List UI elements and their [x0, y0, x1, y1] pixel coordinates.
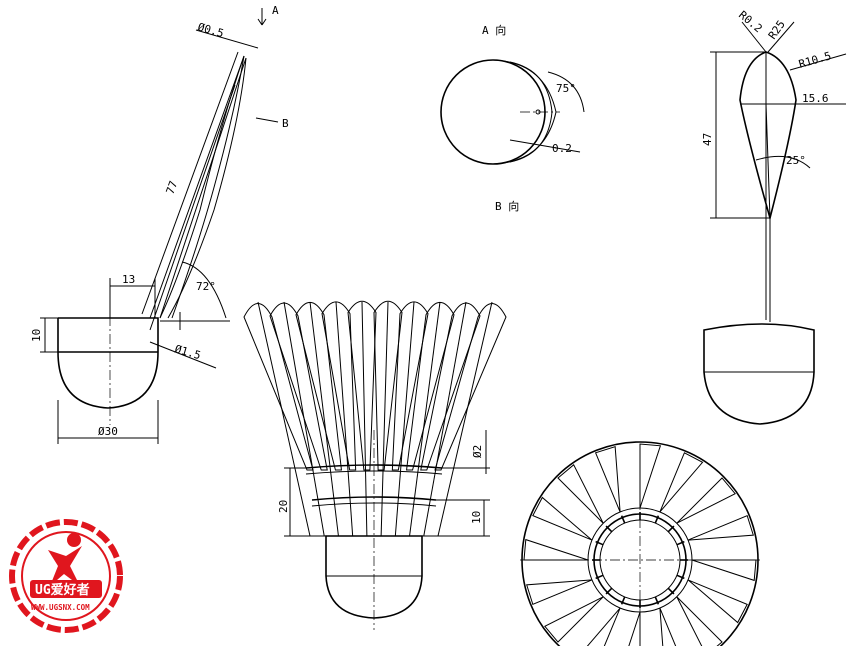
- cork-base-outline: [57, 317, 159, 409]
- shaft-tick: [654, 515, 660, 524]
- rosette-feather: [594, 446, 621, 513]
- dim-r-25: R25: [766, 18, 788, 42]
- feather-blade: [405, 301, 455, 471]
- shaft-tick: [595, 540, 604, 546]
- feather-blade: [391, 301, 429, 471]
- dim-h-10-mid: 10: [470, 511, 483, 524]
- dim-w-15-6: 15.6: [802, 92, 829, 105]
- shaft-tick: [620, 596, 626, 605]
- ugsnx-logo: UG爱好者 WWW.UGSNX.COM: [9, 519, 123, 633]
- a-arrow-label: A: [272, 4, 279, 17]
- feather-section-view: A B Ø0.5 77 13 72° 10 Ø1.5 Ø30: [30, 4, 289, 444]
- rosette-feather: [586, 607, 621, 646]
- rosette-feather: [532, 496, 593, 541]
- shaft-tick: [605, 525, 613, 533]
- rosette-feather: [687, 514, 754, 541]
- feather-blade: [243, 303, 314, 471]
- feather-profile-view: R0.2 R25 R10.5 15.6 47 25°: [701, 8, 847, 425]
- dim-phi-1-5: Ø1.5: [173, 342, 202, 362]
- rosette-feather: [687, 579, 748, 624]
- dim-h-47: 47: [701, 133, 714, 146]
- dim-ang-72: 72°: [196, 280, 216, 293]
- feather-shaft: [423, 301, 467, 537]
- rosette-feather: [691, 559, 757, 582]
- logo-url: WWW.UGSNX.COM: [31, 603, 90, 612]
- logo-text: UG爱好者: [35, 582, 90, 598]
- rosette-feathers: [523, 443, 757, 646]
- feather-shaft: [283, 301, 325, 537]
- rosette-feather: [557, 464, 604, 524]
- feather-shaft: [437, 301, 493, 537]
- dim-ang-75: 75°: [556, 82, 576, 95]
- shaft-tick: [676, 574, 685, 580]
- a-view-title: A 向: [482, 23, 506, 37]
- shaft-tick: [654, 596, 660, 605]
- a-view: A 向 75° 0.2 B 向: [440, 23, 585, 213]
- dim-r-0-2: R0.2: [736, 8, 765, 35]
- shuttlecock-front-view: 20 10 Ø2: [243, 300, 507, 630]
- feather-blade: [295, 301, 343, 471]
- dim-r-10-5: R10.5: [797, 49, 832, 71]
- feather-blade: [347, 300, 377, 471]
- shaft-tick: [667, 525, 675, 533]
- feather-shaft: [361, 301, 368, 537]
- feather-blade: [420, 302, 481, 471]
- rosette-feather: [659, 452, 704, 513]
- feather-shaft: [257, 301, 311, 537]
- dim-t-0-2: 0.2: [552, 142, 572, 155]
- feather-blade: [373, 300, 403, 471]
- shaft-tick: [620, 515, 626, 524]
- rosette-feather: [639, 443, 662, 509]
- rosette-feather: [526, 579, 593, 606]
- dim-phi-30: Ø30: [98, 425, 118, 438]
- shaft-tick: [595, 574, 604, 580]
- dim-77: 77: [164, 179, 181, 196]
- shaft-tick: [667, 587, 675, 595]
- rosette-feather: [659, 607, 677, 646]
- dim-phi-2: Ø2: [471, 445, 484, 458]
- shuttlecock-top-view: [520, 441, 760, 646]
- feather-shaft: [394, 301, 415, 537]
- rosette-feather: [544, 596, 604, 643]
- rosette-feather: [676, 596, 723, 646]
- b-arrow-label: B: [282, 117, 289, 130]
- feather-shaft: [409, 301, 441, 537]
- feather-blade: [269, 302, 328, 471]
- b-view-title: B 向: [495, 199, 519, 213]
- dim-h-10-left: 10: [30, 329, 43, 342]
- feather-shaft: [380, 301, 389, 537]
- feather-blade: [321, 301, 357, 471]
- dim-h-20: 20: [277, 500, 290, 513]
- dim-ang-25: 25°: [786, 154, 806, 167]
- dim-13: 13: [122, 273, 135, 286]
- dim-phi-0-5: Ø0.5: [196, 20, 225, 40]
- feather-shaft: [309, 301, 339, 537]
- shaft-tick: [676, 540, 685, 546]
- rosette-feather: [676, 477, 736, 524]
- shaft-tick: [605, 587, 613, 595]
- rosette-feather: [628, 611, 641, 646]
- feather-blade: [434, 303, 507, 471]
- rosette-feather: [523, 538, 589, 561]
